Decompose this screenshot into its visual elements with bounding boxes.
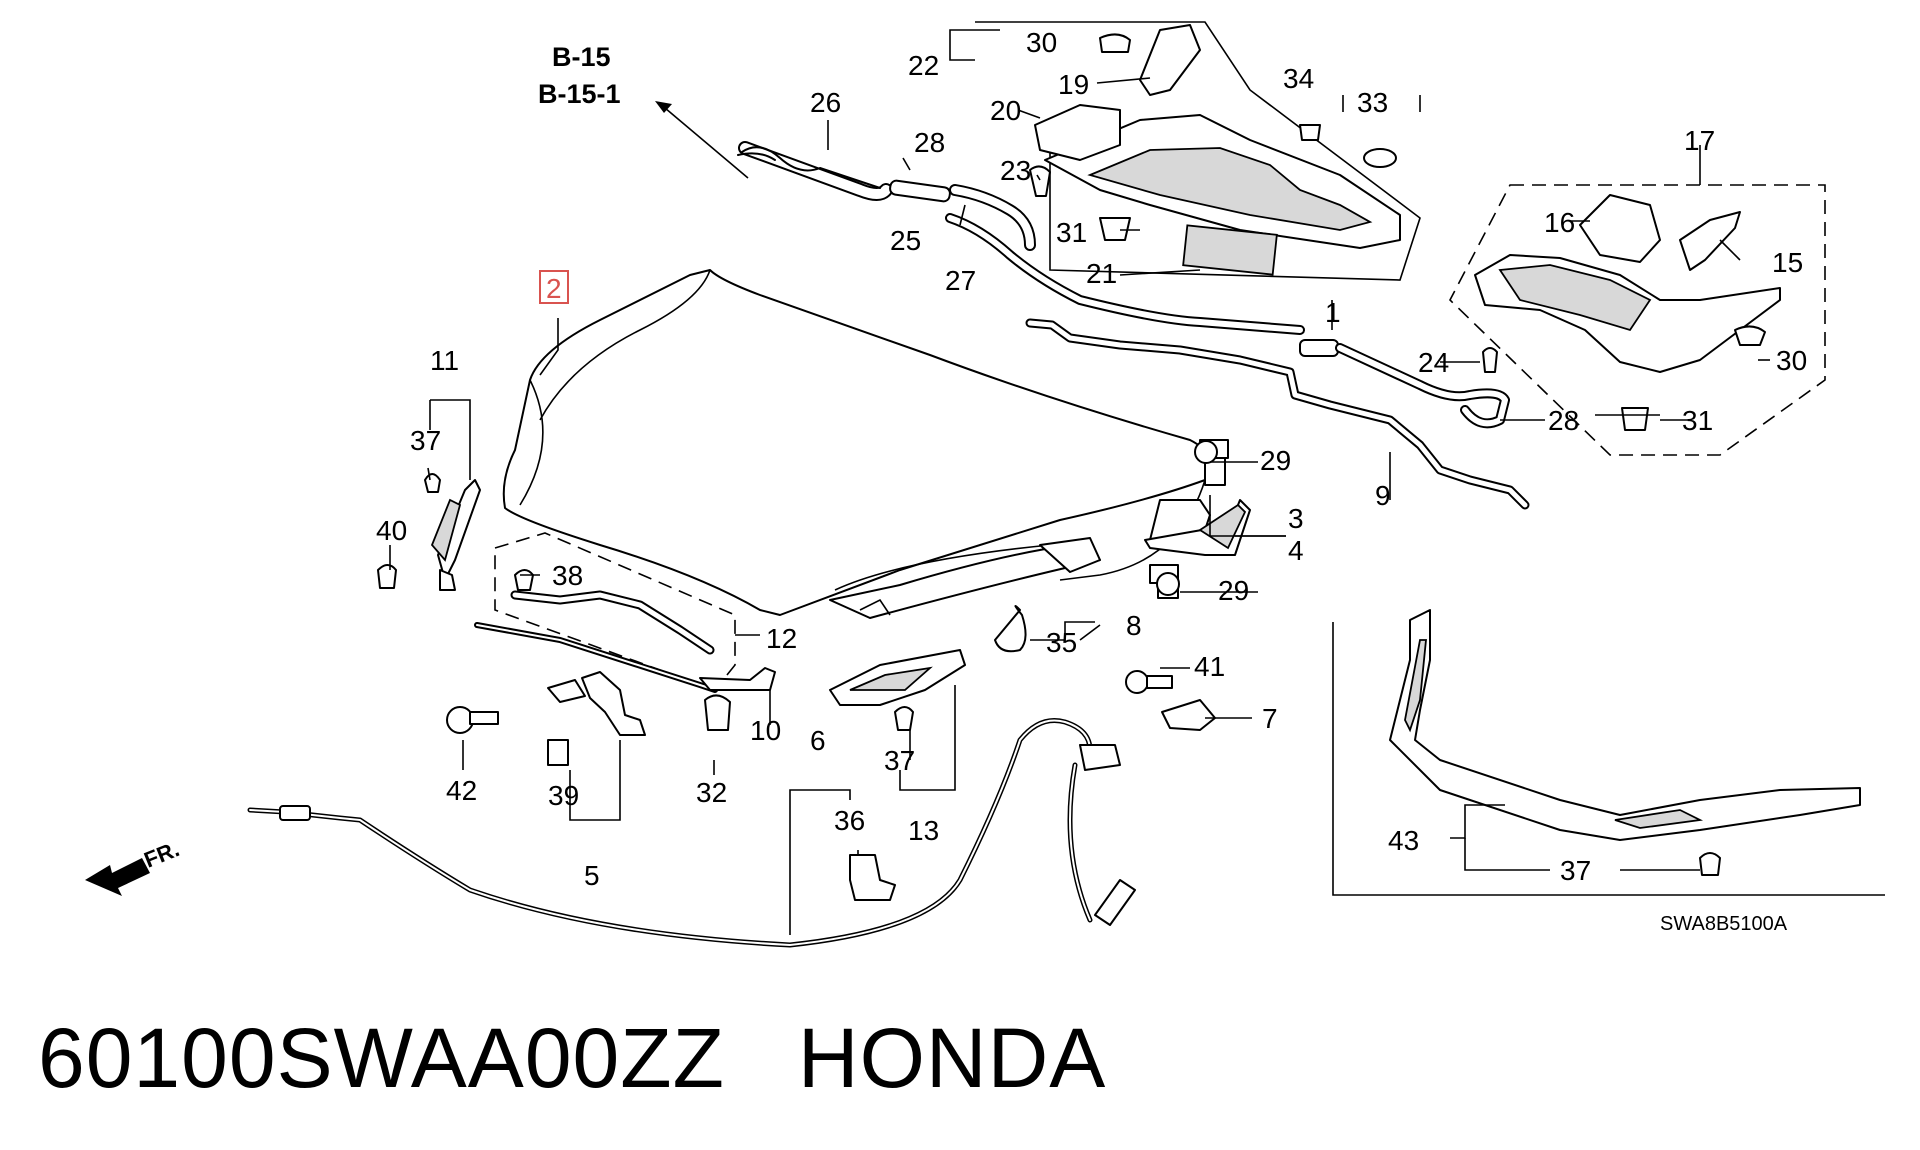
callout-22[interactable]: 22 bbox=[908, 50, 939, 81]
callout-37-middle[interactable]: 37 bbox=[884, 745, 915, 776]
reference-label-b15-1: B-15-1 bbox=[538, 79, 621, 109]
callout-17[interactable]: 17 bbox=[1684, 125, 1715, 156]
washer-hoses bbox=[737, 141, 1510, 429]
front-direction-label: FR. bbox=[141, 836, 183, 872]
callout-30-right[interactable]: 30 bbox=[1776, 345, 1807, 376]
callout-15[interactable]: 15 bbox=[1772, 247, 1803, 278]
callout-28-top[interactable]: 28 bbox=[914, 127, 945, 158]
callout-27[interactable]: 27 bbox=[945, 265, 976, 296]
callout-33[interactable]: 33 bbox=[1357, 87, 1388, 118]
brand-name: HONDA bbox=[797, 1011, 1107, 1105]
latch-fastener bbox=[1125, 670, 1216, 731]
callout-35[interactable]: 35 bbox=[1046, 627, 1077, 658]
reference-label-b15: B-15 bbox=[552, 42, 611, 72]
callout-3[interactable]: 3 bbox=[1288, 503, 1304, 534]
callout-41[interactable]: 41 bbox=[1194, 651, 1225, 682]
callout-7[interactable]: 7 bbox=[1262, 703, 1278, 734]
support-rod bbox=[1025, 318, 1530, 510]
bumper-trim-group bbox=[1332, 609, 1885, 896]
callout-43[interactable]: 43 bbox=[1388, 825, 1419, 856]
callout-26[interactable]: 26 bbox=[810, 87, 841, 118]
hood-hinge-right bbox=[1144, 440, 1251, 596]
callout-42[interactable]: 42 bbox=[446, 775, 477, 806]
highlight-box bbox=[539, 270, 569, 304]
callout-16[interactable]: 16 bbox=[1544, 207, 1575, 238]
callout-37-right[interactable]: 37 bbox=[1560, 855, 1591, 886]
callout-8[interactable]: 8 bbox=[1126, 610, 1142, 641]
callout-19[interactable]: 19 bbox=[1058, 69, 1089, 100]
reference-b15[interactable]: B-15 B-15-1 bbox=[538, 42, 749, 179]
part-title: 60100SWAA00ZZ HONDA bbox=[38, 1010, 1106, 1107]
front-arrow-icon bbox=[85, 858, 150, 896]
callout-31-right[interactable]: 31 bbox=[1682, 405, 1713, 436]
front-direction: FR. bbox=[85, 836, 183, 896]
callout-39[interactable]: 39 bbox=[548, 780, 579, 811]
callout-25[interactable]: 25 bbox=[890, 225, 921, 256]
callout-28-right[interactable]: 28 bbox=[1548, 405, 1579, 436]
hood-panel[interactable] bbox=[502, 269, 1211, 619]
callout-6[interactable]: 6 bbox=[810, 725, 826, 756]
hood-brace bbox=[829, 649, 966, 731]
callout-34[interactable]: 34 bbox=[1283, 63, 1314, 94]
callout-4[interactable]: 4 bbox=[1288, 535, 1304, 566]
callout-38[interactable]: 38 bbox=[552, 560, 583, 591]
callout-9[interactable]: 9 bbox=[1375, 480, 1391, 511]
diagram-code: SWA8B5100A bbox=[1660, 913, 1788, 935]
part-number: 60100SWAA00ZZ bbox=[38, 1011, 725, 1105]
callout-37-left[interactable]: 37 bbox=[410, 425, 441, 456]
callout-23[interactable]: 23 bbox=[1000, 155, 1031, 186]
callout-36[interactable]: 36 bbox=[834, 805, 865, 836]
callouts: 2 1 3 4 5 6 7 8 9 10 11 12 13 15 16 17 1… bbox=[376, 27, 1807, 891]
callout-2[interactable]: 2 bbox=[546, 273, 562, 304]
hood-latch bbox=[439, 569, 731, 766]
cowl-top-group bbox=[975, 21, 1421, 281]
callout-21[interactable]: 21 bbox=[1086, 258, 1117, 289]
callout-12[interactable]: 12 bbox=[766, 623, 797, 654]
callout-40[interactable]: 40 bbox=[376, 515, 407, 546]
weatherstrip-group bbox=[474, 532, 776, 693]
callout-30-top[interactable]: 30 bbox=[1026, 27, 1057, 58]
leader-lines bbox=[389, 29, 1770, 935]
callout-5[interactable]: 5 bbox=[584, 860, 600, 891]
callout-29-top[interactable]: 29 bbox=[1260, 445, 1291, 476]
cowl-side-group bbox=[1449, 184, 1826, 456]
callout-31-top[interactable]: 31 bbox=[1056, 217, 1087, 248]
callout-32[interactable]: 32 bbox=[696, 777, 727, 808]
callout-10[interactable]: 10 bbox=[750, 715, 781, 746]
callout-13[interactable]: 13 bbox=[908, 815, 939, 846]
callout-11[interactable]: 11 bbox=[430, 345, 459, 376]
callout-24[interactable]: 24 bbox=[1418, 347, 1449, 378]
callout-1[interactable]: 1 bbox=[1325, 297, 1341, 328]
callout-20[interactable]: 20 bbox=[990, 95, 1021, 126]
callout-29-bottom[interactable]: 29 bbox=[1218, 575, 1249, 606]
release-cable bbox=[247, 718, 1136, 948]
arrowhead-icon bbox=[655, 101, 672, 113]
